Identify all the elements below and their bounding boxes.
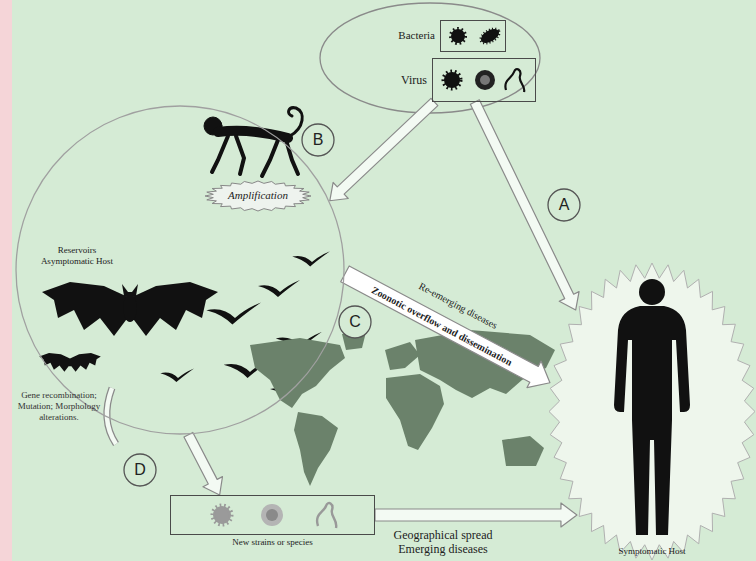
text-holder: A (547, 188, 581, 222)
letter-circle: A (547, 188, 581, 222)
bat (39, 282, 218, 372)
new-strain-icons (213, 503, 336, 528)
letter-circle: D (123, 453, 157, 487)
text-holder: Virus (401, 73, 427, 87)
label-holder: Geographical spread Emerging diseases (383, 528, 503, 557)
text-holder: Symptomatic Host (548, 546, 756, 557)
burst-outline (549, 263, 755, 560)
callout-letter: B (313, 130, 324, 149)
hollow-arrow (375, 503, 577, 527)
text-holder: Reservoirs Asymptomatic Host (35, 245, 119, 267)
letter-circle: B (301, 123, 335, 157)
side-strip (0, 0, 12, 561)
callout-letter: C (349, 312, 361, 331)
burst-outline (205, 181, 311, 211)
human-figure (614, 279, 690, 535)
text-holder: New strains or species (232, 537, 313, 548)
circle-outline (16, 106, 344, 434)
letter-circle: C (338, 305, 372, 339)
circle-outline (302, 124, 334, 156)
label-holder: Gene recombination; Mutation; Morphology… (14, 390, 104, 422)
monkey (204, 108, 302, 176)
process-note: Gene recombination; Mutation; Morphology… (14, 390, 104, 422)
text-holder: C (338, 305, 372, 339)
circle-outline (548, 189, 580, 221)
new-strains-box: New strains or species (170, 495, 375, 535)
callout-letter: A (559, 195, 570, 214)
text-holder: D (123, 453, 157, 487)
arrow-annotation: Geographical spread Emerging diseases (383, 528, 503, 557)
virus-box: Virus (432, 58, 536, 102)
pathogen-ellipse (320, 3, 540, 113)
box-heading: Virus (401, 73, 427, 87)
burst-label: Amplification (228, 189, 288, 202)
box-heading: Bacteria (398, 29, 435, 42)
circle-outline (339, 306, 371, 338)
amplification-burst: Amplification (204, 180, 312, 212)
hollow-arrow (341, 266, 550, 388)
callout-letter: D (134, 460, 146, 479)
virus-icons (444, 69, 524, 92)
reservoir-circle: Reservoirs Asymptomatic Host Amplificatio… (15, 105, 345, 435)
text-holder: Amplification (204, 180, 312, 212)
hollow-arrow (330, 98, 438, 200)
text-holder: Bacteria (398, 29, 435, 42)
recombination-loop (107, 388, 116, 444)
bacteria-box: Bacteria (440, 20, 506, 52)
circle-outline (124, 454, 156, 486)
host-label: Symptomatic Host (548, 546, 756, 557)
text-holder: B (301, 123, 335, 157)
hollow-arrow (470, 100, 579, 310)
reservoir-circle-outline (15, 105, 345, 435)
box-caption: New strains or species (232, 537, 313, 548)
region-label: Reservoirs Asymptomatic Host (35, 245, 119, 267)
bacteria-icons (451, 26, 501, 46)
hollow-arrow (184, 432, 223, 495)
